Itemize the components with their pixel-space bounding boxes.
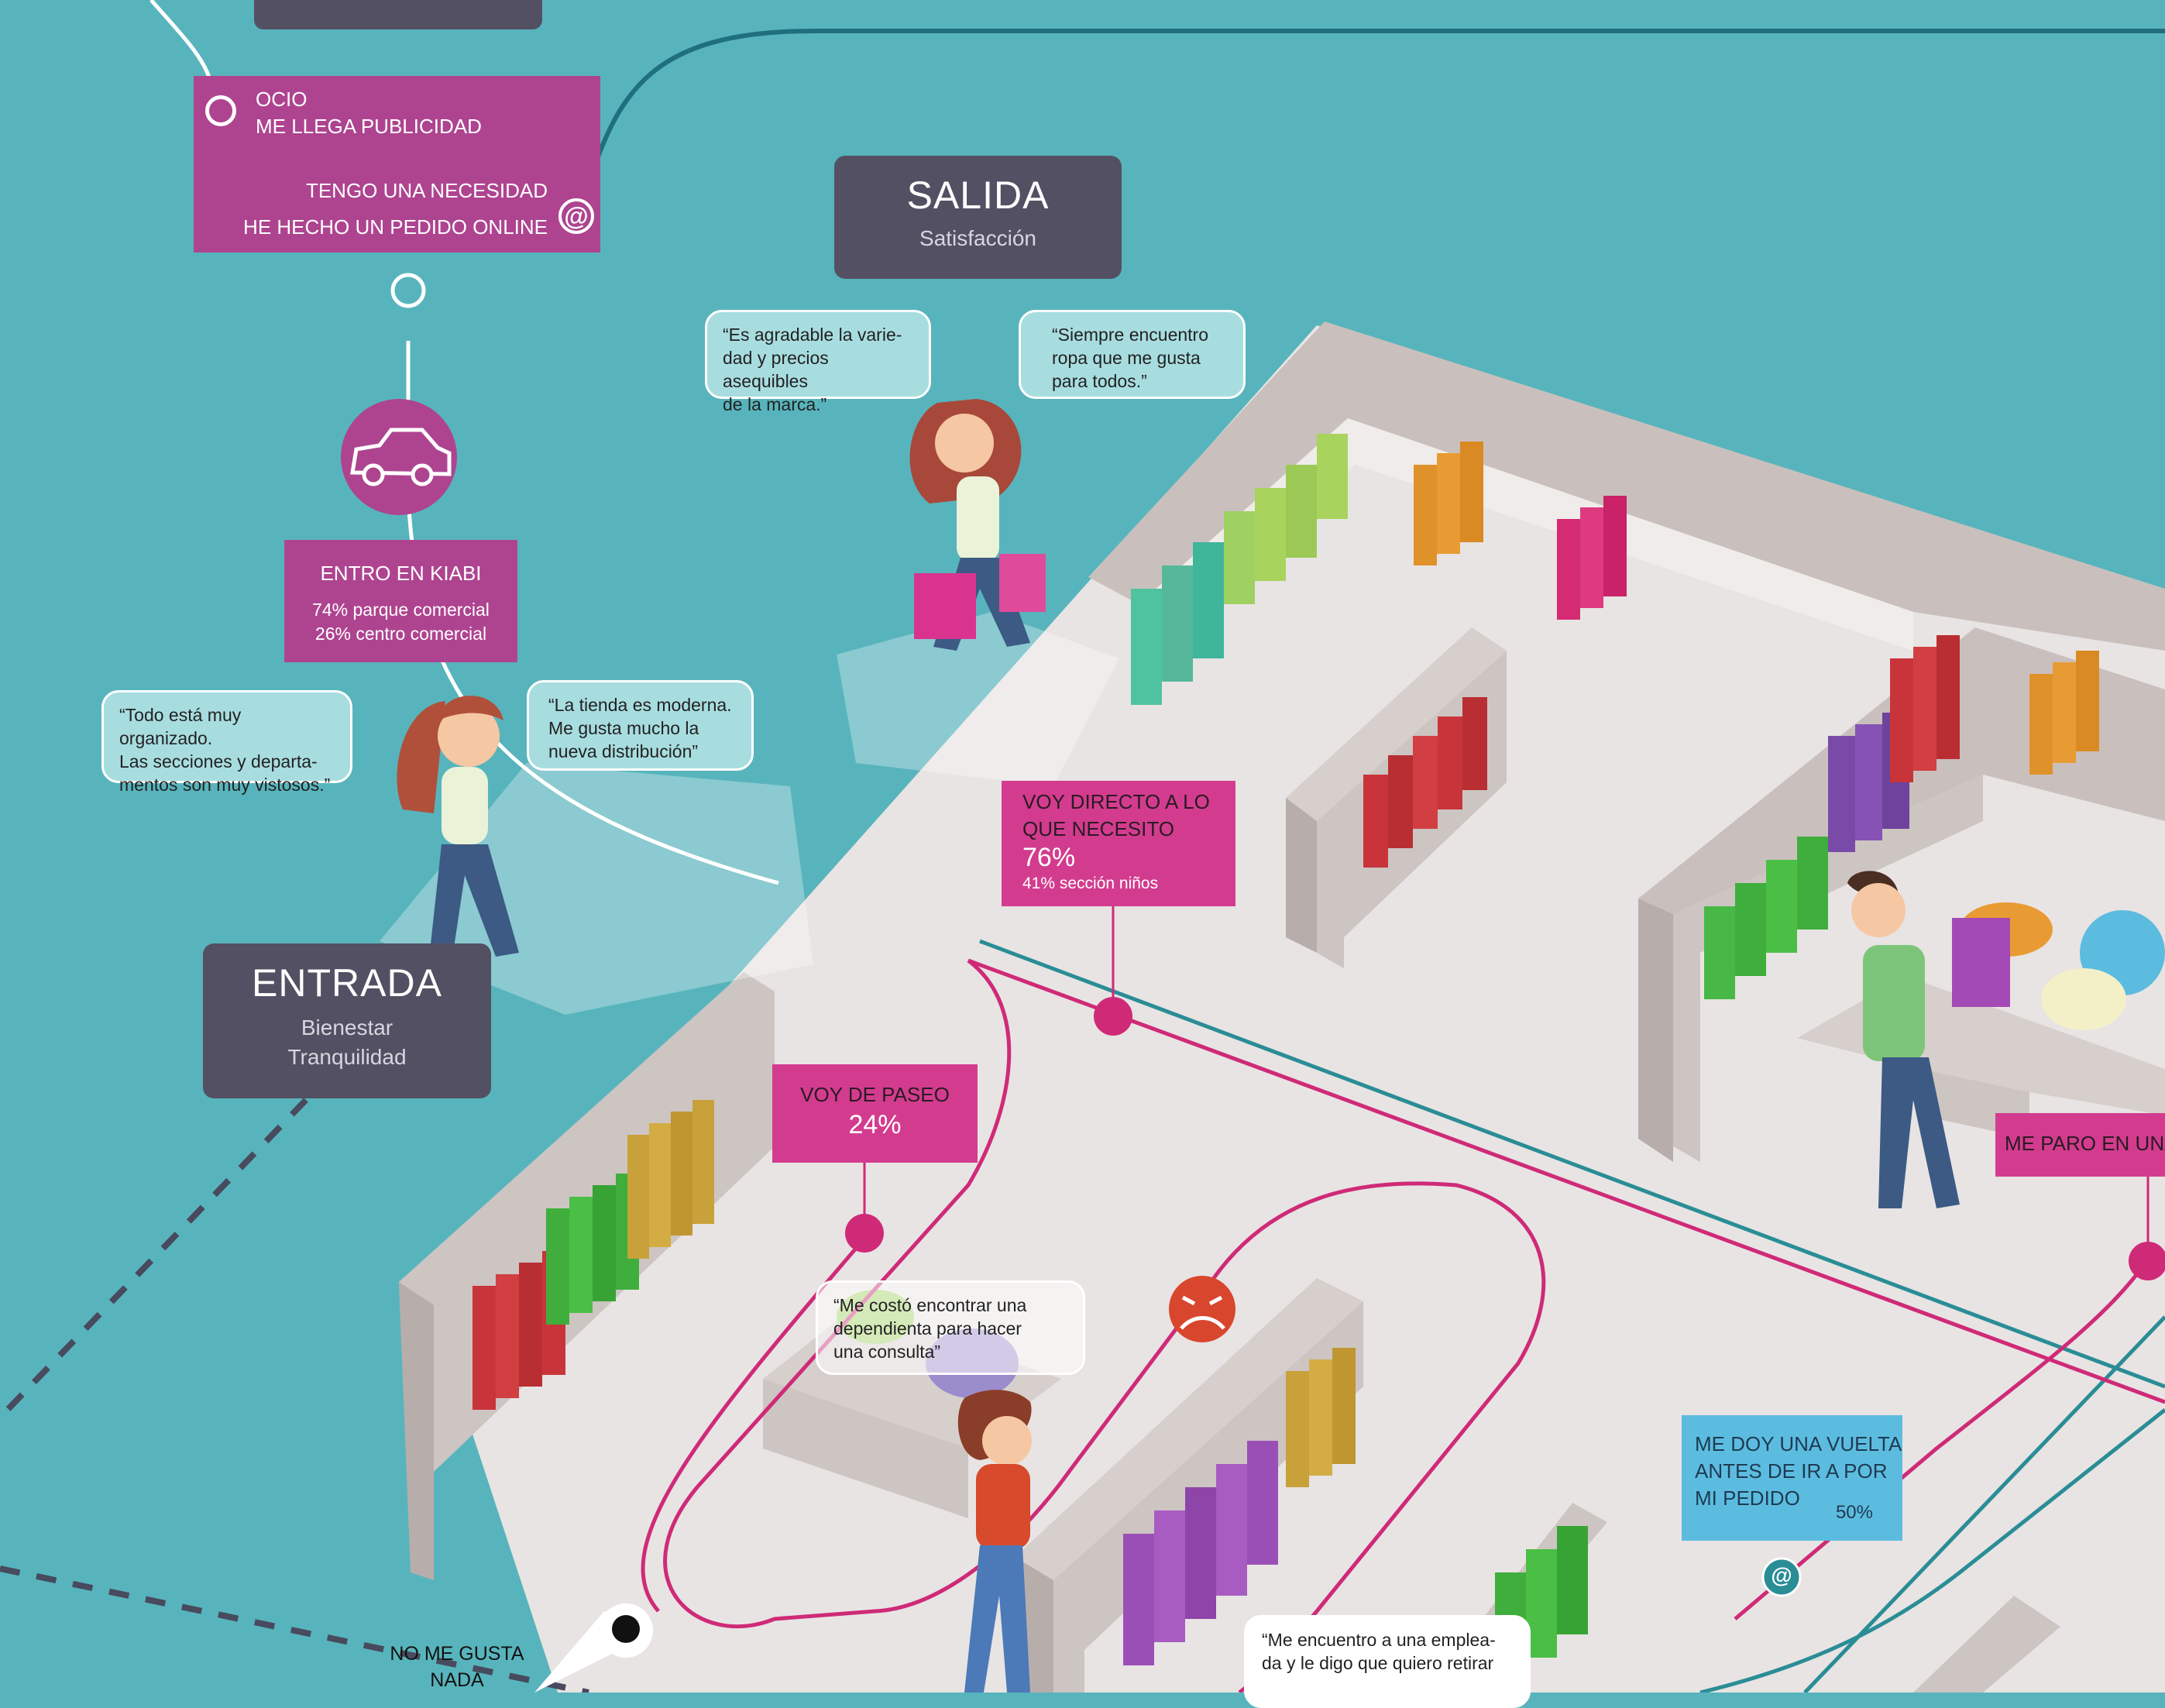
path-pink-loop-inner	[641, 1238, 865, 1613]
entro-title: ENTRO EN KIABI	[320, 562, 482, 585]
pin-dot-directo	[1094, 997, 1132, 1036]
table-center-face	[763, 1379, 968, 1518]
quote-line: de la marca.”	[723, 394, 827, 414]
quote-empleada: “Me encuentro a una emplea- da y le digo…	[1244, 1615, 1531, 1708]
quote-dependienta: “Me costó encontrar una dependienta para…	[816, 1280, 1085, 1375]
shelf-middle-side	[1286, 798, 1317, 953]
shelf-middle-top	[1286, 627, 1507, 821]
clothes-back-wall	[1131, 434, 1627, 705]
car-icon	[341, 399, 457, 515]
quote-line: dependienta para hacer	[833, 1318, 1022, 1339]
entro-centro: 26% centro comercial	[314, 624, 487, 644]
paro-label: ME PARO EN UNA	[2005, 1132, 2165, 1155]
quote-line: nueva distribución”	[548, 741, 699, 761]
quote-variedad: “Es agradable la varie- dad y precios as…	[705, 310, 931, 414]
quote-line: ropa que me gusta	[1052, 348, 1201, 368]
voy-paseo-box: VOY DE PASEO 24%	[772, 1064, 978, 1163]
no-gusta-label: NO ME GUSTA NADA	[372, 1641, 542, 1693]
quote-line: para todos.”	[1052, 371, 1147, 391]
directo-percent: 76%	[1022, 843, 1076, 872]
ocio-text: OCIO	[256, 88, 308, 111]
wall-back-top	[1088, 321, 2165, 651]
entro-parque: 74% parque comercial	[312, 600, 490, 620]
path-pink-main	[967, 958, 2165, 1404]
quote-line: “Siempre encuentro	[1052, 325, 1208, 345]
path-pink-right	[1734, 1261, 2148, 1620]
dashed-line-left	[0, 1098, 308, 1420]
quote-organizado: “Todo está muy organizado. Las secciones…	[101, 690, 352, 795]
journey-start-box: OCIO ME LLEGA PUBLICIDAD TENGO UNA NECES…	[194, 76, 600, 253]
quote-line: “Es agradable la varie-	[723, 325, 902, 345]
quote-line: mentos son muy vistosos.”	[119, 775, 331, 795]
directo-sub: 41% sección niños	[1022, 875, 1159, 892]
clothes-middle-shelf	[1363, 697, 1487, 868]
journey-line-top	[586, 29, 2165, 183]
clothes-right-shelf	[1704, 635, 2099, 999]
dashed-line-bottom	[0, 1565, 589, 1693]
entro-kiabi-box: ENTRO EN KIABI 74% parque comercial 26% …	[284, 540, 517, 662]
publicidad-text: ME LLEGA PUBLICIDAD	[256, 115, 482, 138]
quote-line: Las secciones y departa-	[119, 751, 318, 772]
salida-title: SALIDA	[906, 174, 1050, 217]
path-pink-loop	[663, 959, 1546, 1693]
no-gusta-line2: NADA	[430, 1669, 484, 1691]
doy-line2: ANTES DE IR A POR	[1695, 1459, 1888, 1483]
salida-subtitle: Satisfacción	[919, 226, 1036, 250]
exit-spot	[837, 612, 1119, 786]
directo-line2: QUE NECESITO	[1022, 817, 1175, 840]
woman-browsing	[957, 1390, 1032, 1693]
at-icon: @	[558, 198, 594, 234]
ring-marker	[390, 273, 426, 308]
clothes-left-wall	[473, 1100, 714, 1410]
salida-box: SALIDA Satisfacción	[834, 156, 1122, 279]
sad-face-icon	[1169, 1276, 1235, 1342]
ring-icon	[205, 95, 236, 126]
directo-line1: VOY DIRECTO A LO	[1022, 790, 1210, 813]
me-doy-box: ME DOY UNA VUELTA ANTES DE IR A POR MI P…	[1682, 1415, 1902, 1541]
me-paro-box: ME PARO EN UNA	[1995, 1113, 2165, 1177]
entrada-title: ENTRADA	[252, 961, 442, 1005]
quote-line: da y le digo que quiero retirar	[1262, 1653, 1494, 1673]
pin-dot-paseo	[845, 1214, 884, 1253]
woman-entrance	[397, 696, 519, 957]
necesidad-text: TENGO UNA NECESIDAD	[305, 179, 548, 202]
woman-exit	[909, 399, 1046, 651]
pin-icon	[534, 1603, 653, 1693]
pin-dot-paro	[2129, 1242, 2165, 1280]
shelf-right-side	[1638, 899, 1673, 1162]
quote-line: una consulta”	[833, 1342, 941, 1362]
top-slate-box	[254, 0, 542, 29]
quote-line: “Todo está muy organizado.	[119, 705, 242, 748]
paseo-percent: 24%	[848, 1110, 902, 1139]
quote-line: “La tienda es moderna.	[548, 695, 732, 715]
shelf-far-right	[1913, 1596, 2060, 1693]
doy-line1: ME DOY UNA VUELTA	[1695, 1432, 1902, 1455]
journey-line-white-top	[149, 0, 211, 78]
at-icon-bottom	[1761, 1557, 1802, 1597]
quote-line: Me gusta mucho la	[548, 718, 699, 738]
voy-directo-box: VOY DIRECTO A LO QUE NECESITO 76% 41% se…	[1002, 781, 1235, 906]
paseo-line1: VOY DE PASEO	[800, 1083, 950, 1106]
path-teal-2	[1699, 1408, 2165, 1693]
no-gusta-line1: NO ME GUSTA	[390, 1643, 524, 1665]
path-teal-1	[979, 939, 2165, 1389]
at-icon-bottom-glyph: @	[1771, 1563, 1792, 1587]
quote-line: “Me encuentro a una emplea-	[1262, 1630, 1496, 1650]
shelf-bottom-top	[1015, 1278, 1363, 1580]
quote-moderna: “La tienda es moderna. Me gusta mucho la…	[527, 680, 754, 771]
pedido-online-text: HE HECHO UN PEDIDO ONLINE	[243, 215, 548, 239]
entrada-subtitle-1: Bienestar	[301, 1016, 393, 1040]
doy-line3: MI PEDIDO	[1695, 1486, 1800, 1510]
quote-line: “Me costó encontrar una	[833, 1295, 1027, 1315]
doy-percent: 50%	[1835, 1502, 1873, 1523]
entrada-box: ENTRADA Bienestar Tranquilidad	[203, 943, 491, 1098]
man-shopping	[1847, 871, 2010, 1208]
entrada-subtitle-2: Tranquilidad	[287, 1045, 407, 1069]
quote-ropa: “Siempre encuentro ropa que me gusta par…	[1019, 310, 1246, 399]
wall-left-side	[399, 1282, 434, 1580]
quote-line: dad y precios asequibles	[723, 348, 829, 391]
